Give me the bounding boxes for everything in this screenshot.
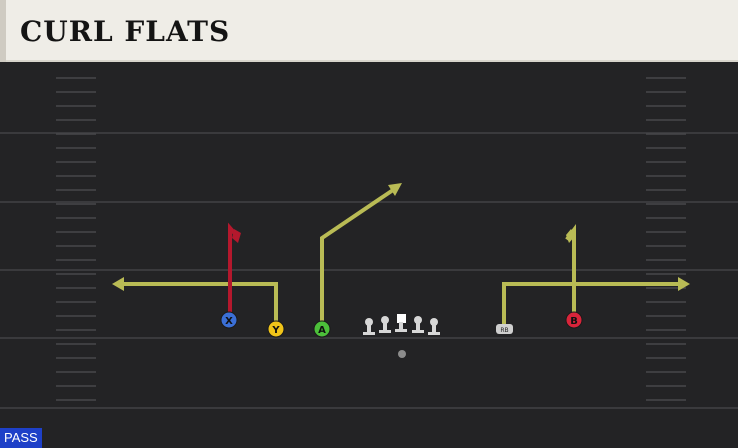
lineman-icon	[363, 318, 375, 335]
receiver-b[interactable]: B	[565, 311, 583, 329]
title-accent	[0, 0, 6, 62]
play-type-badge: PASS	[0, 428, 42, 448]
center-icon	[395, 314, 407, 332]
route-arrowhead	[112, 277, 124, 291]
route-curl-tip	[232, 229, 241, 243]
lineman-icon	[412, 316, 424, 333]
x-button-icon: X	[225, 316, 233, 327]
receiver-a[interactable]: A	[313, 320, 331, 338]
route-rb-flat	[502, 282, 686, 324]
offensive-line	[363, 314, 440, 335]
play-title: CURL FLATS	[20, 15, 231, 48]
lineman-icon	[428, 318, 440, 335]
a-button-icon: A	[318, 325, 326, 336]
route-a-corner	[320, 185, 399, 324]
route-curl-tip	[566, 229, 575, 243]
b-button-icon: B	[570, 316, 578, 327]
rb-label: RB	[500, 327, 508, 334]
hash-marks	[56, 77, 686, 401]
quarterback-marker	[398, 350, 406, 358]
route-arrowhead	[678, 277, 690, 291]
receiver-x[interactable]: X	[220, 311, 238, 329]
y-button-icon: Y	[271, 325, 280, 336]
title-bar: CURL FLATS	[0, 0, 738, 62]
route-arrowhead	[388, 183, 402, 196]
receiver-y[interactable]: Y	[267, 320, 285, 338]
route-y-flat	[116, 282, 278, 327]
playbook-field	[0, 62, 738, 448]
lineman-icon	[379, 316, 391, 333]
yard-lines	[0, 132, 738, 409]
running-back[interactable]: RB	[496, 324, 513, 334]
